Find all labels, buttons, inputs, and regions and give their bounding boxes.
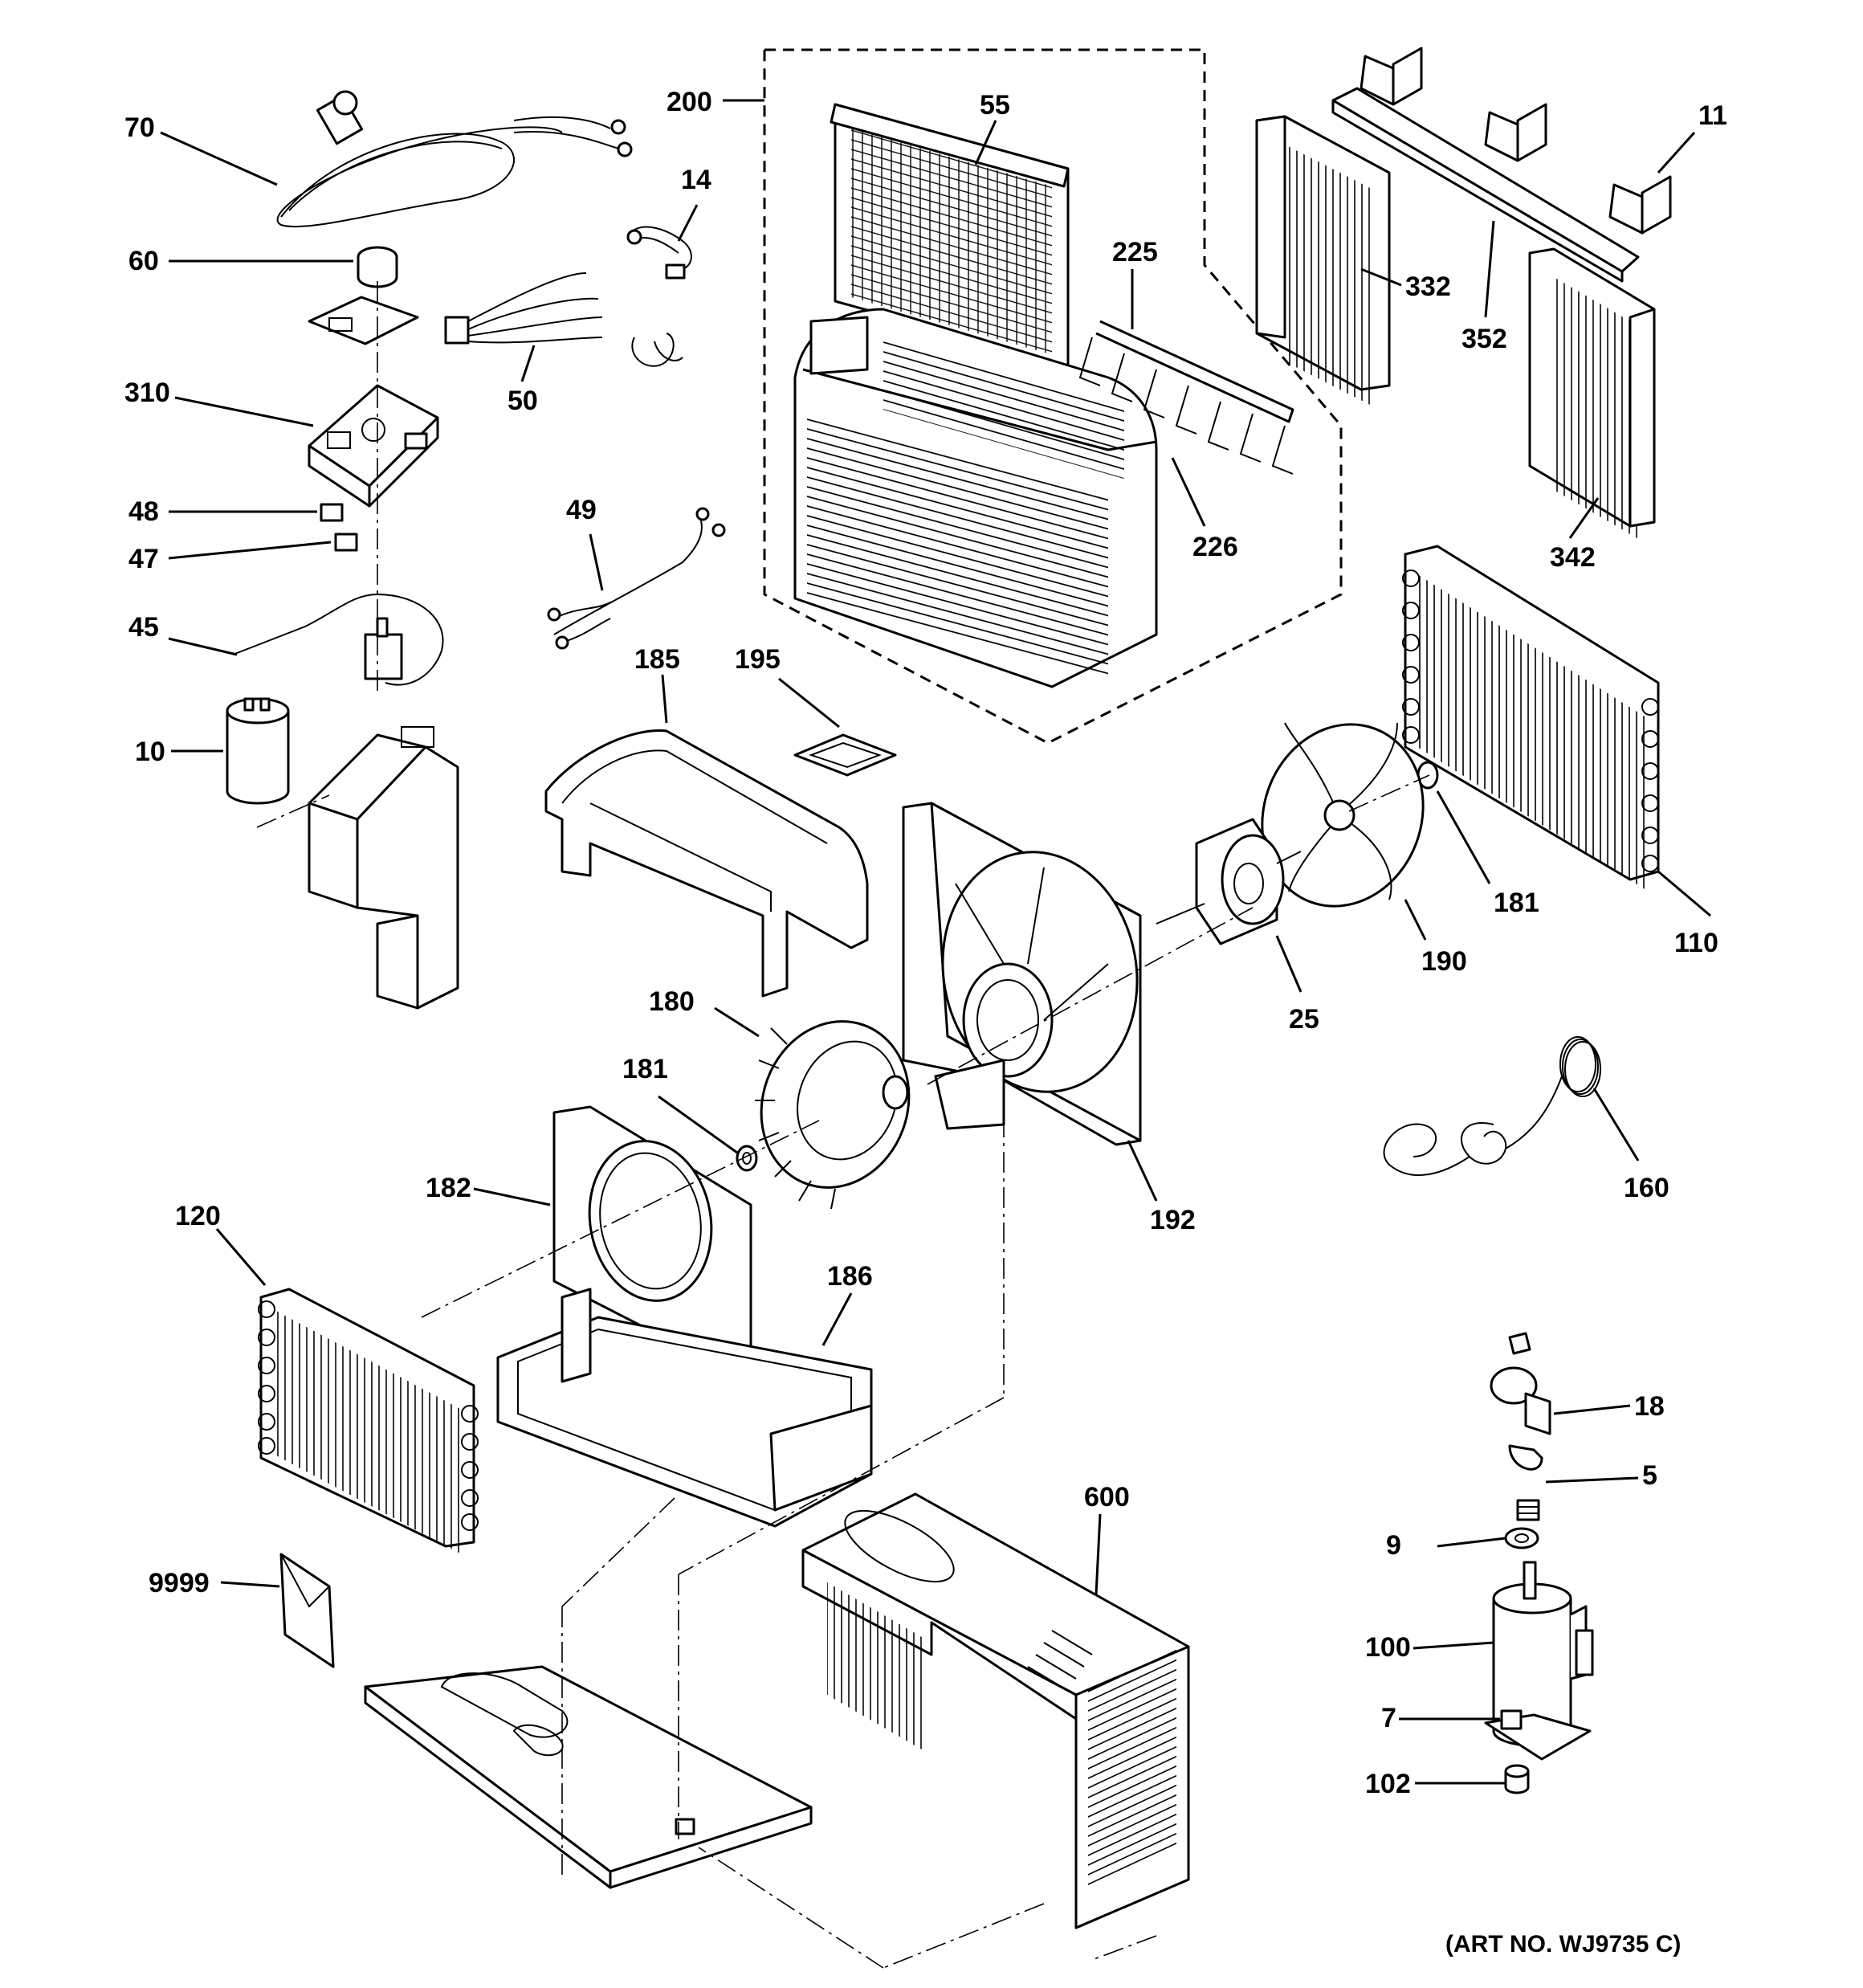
callout-110: 110 <box>1674 928 1718 958</box>
callout-185: 185 <box>634 644 680 675</box>
wire-harness-14-part <box>626 226 692 280</box>
leader-lines <box>160 99 1711 1785</box>
callout-5: 5 <box>1642 1460 1657 1491</box>
compressor-cover-18-part <box>1490 1366 1551 1435</box>
callout-180: 180 <box>649 986 695 1017</box>
callout-190: 190 <box>1421 946 1467 977</box>
literature-envelope-part <box>279 1553 335 1668</box>
callout-48: 48 <box>128 496 159 527</box>
art-number: (ART NO. WJ9735 C) <box>1445 1931 1681 1957</box>
side-curtain-left-part <box>1255 115 1391 407</box>
air-duct-upper-part <box>544 729 869 998</box>
callout-9: 9 <box>1386 1530 1401 1561</box>
mounting-bracket-1 <box>1360 47 1423 106</box>
callout-600: 600 <box>1084 1482 1130 1512</box>
compressor-grommet-7-part <box>1500 1709 1523 1730</box>
blower-wheel-part <box>755 1020 911 1210</box>
mounting-bracket-3 <box>1608 175 1672 235</box>
front-panel-assembly-outline <box>763 48 1343 745</box>
callout-49: 49 <box>566 495 597 525</box>
wire-harness-50-part <box>444 272 683 367</box>
callout-120: 120 <box>175 1201 221 1231</box>
fan-shroud-part <box>902 802 1142 1146</box>
outer-case-part <box>801 1492 1190 1929</box>
callout-342: 342 <box>1550 542 1596 573</box>
callout-10: 10 <box>135 737 165 767</box>
callout-226: 226 <box>1192 532 1238 562</box>
thermostat-part <box>232 593 444 686</box>
front-grille-part <box>793 308 1158 688</box>
callout-60: 60 <box>128 246 159 276</box>
callout-14: 14 <box>681 165 711 195</box>
capillary-tube-part <box>1383 1036 1601 1177</box>
connector-48-part <box>320 503 344 522</box>
callout-310: 310 <box>124 378 170 408</box>
callout-18: 18 <box>1634 1391 1665 1422</box>
orifice-plate-part <box>552 1105 752 1371</box>
callout-332: 332 <box>1405 271 1451 302</box>
callout-47: 47 <box>128 544 159 574</box>
condenser-coil-part <box>1402 545 1660 891</box>
callout-192: 192 <box>1150 1205 1196 1235</box>
control-box-housing-part <box>308 726 459 1010</box>
compressor-nut-part <box>1508 1332 1531 1355</box>
mounting-bracket-2 <box>1484 103 1547 162</box>
connector-47-part <box>334 533 358 552</box>
callout-45: 45 <box>128 612 159 643</box>
power-cord-part <box>276 90 633 228</box>
callout-numbers: 70 60 310 48 47 45 10 14 50 49 200 55 22… <box>124 87 1727 1957</box>
air-filter-part <box>830 103 1070 367</box>
control-plate-part <box>308 296 419 345</box>
callout-200: 200 <box>667 87 712 117</box>
drain-pan-part <box>496 1288 873 1528</box>
compressor-foot-102-part <box>1504 1764 1530 1794</box>
control-board-part <box>308 384 439 508</box>
capacitor-part <box>226 697 290 805</box>
callout-50: 50 <box>508 386 538 416</box>
top-rail-part <box>1331 87 1640 283</box>
callout-25: 25 <box>1289 1004 1319 1035</box>
compressor-terminal-5-part <box>1508 1444 1543 1471</box>
base-pan-part <box>364 1665 813 1889</box>
callout-195: 195 <box>735 644 781 675</box>
callout-352: 352 <box>1461 324 1507 354</box>
wire-harness-49-part <box>547 507 726 650</box>
callout-7: 7 <box>1381 1703 1396 1733</box>
callout-181-upper: 181 <box>1494 888 1539 918</box>
callout-100: 100 <box>1365 1632 1411 1663</box>
access-plate-part <box>793 733 897 777</box>
callout-55: 55 <box>980 90 1010 120</box>
callout-225: 225 <box>1112 237 1158 267</box>
condenser-fan-blade-part <box>1261 722 1425 908</box>
callout-182: 182 <box>426 1173 471 1203</box>
callout-9999: 9999 <box>149 1568 210 1598</box>
alignment-lines <box>256 281 1430 1969</box>
callout-181-lower: 181 <box>622 1054 668 1084</box>
side-curtain-right-part <box>1528 247 1656 539</box>
compressor-gasket-9-part <box>1504 1527 1539 1549</box>
evaporator-coil-part <box>258 1288 479 1554</box>
callout-70: 70 <box>124 112 155 143</box>
callout-186: 186 <box>827 1261 873 1292</box>
retaining-clip-lower-part <box>736 1145 758 1172</box>
callout-160: 160 <box>1624 1173 1669 1203</box>
compressor-spring-part <box>1516 1499 1540 1521</box>
fan-motor-part <box>1156 818 1302 945</box>
control-knob-part <box>357 246 398 288</box>
callout-11: 11 <box>1698 100 1727 131</box>
louver-blades-part <box>1078 320 1294 475</box>
callout-102: 102 <box>1365 1769 1411 1799</box>
